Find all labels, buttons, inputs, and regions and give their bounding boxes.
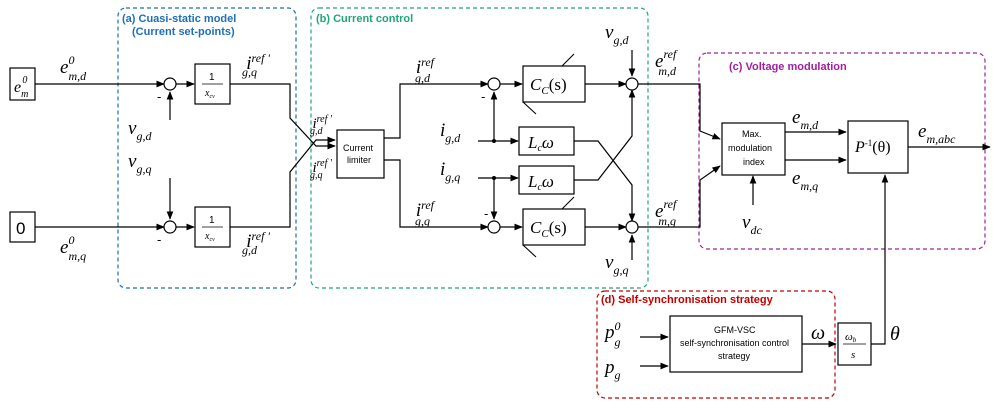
- gfm-line3: strategy: [718, 351, 751, 361]
- label-i-gd: ig,d: [440, 120, 461, 145]
- minus-sign-q-b: -: [484, 206, 488, 221]
- lw-block-q-label: Lcω: [527, 172, 554, 193]
- section-d-box: [596, 290, 836, 399]
- sum-junction-q-a: [163, 220, 177, 234]
- label-i-gq: ig,q: [440, 159, 460, 184]
- label-v-dc: vdc: [742, 212, 762, 237]
- label-i-gq-refp-in: iref 'g,q: [310, 158, 333, 181]
- sum-junction-d-out: [625, 77, 639, 91]
- gfm-line1: GFM-VSC: [714, 325, 756, 335]
- gain-block-d-num: 1: [209, 72, 215, 83]
- label-v-gq: vg,q: [128, 151, 151, 176]
- integrator-num: ωb: [845, 331, 857, 344]
- sum-junction-d-b: [487, 77, 501, 91]
- label-i-gd-refp-in: iref 'g,d: [310, 114, 333, 137]
- zero-block: [9, 211, 36, 243]
- label-theta: θ: [890, 323, 900, 345]
- label-v-gd-out: vg,d: [605, 22, 629, 47]
- max-mod-line1: Max.: [742, 129, 762, 139]
- gain-block-q-num: 1: [209, 215, 215, 226]
- section-d-title: (d) Self-synchronisation strategy: [601, 294, 774, 306]
- current-limiter-line1: Current: [343, 143, 374, 153]
- max-mod-line2: modulation: [728, 143, 772, 153]
- minus-sign-d-b: -: [481, 89, 485, 104]
- zero-block-label: 0: [16, 219, 25, 238]
- label-v-gq-out: vg,q: [605, 252, 628, 277]
- inverse-park-block: [847, 120, 909, 174]
- max-modulation-index-block: [721, 122, 786, 176]
- lw-block-q: [518, 165, 575, 195]
- label-v-gd: vg,d: [128, 118, 152, 143]
- current-limiter-line2: limiter: [347, 155, 371, 165]
- max-mod-line3: index: [743, 157, 765, 167]
- gfm-sync-strategy-block: [669, 315, 803, 373]
- em0-block: [9, 67, 36, 101]
- label-i-gd-refp: iref 'g,d: [242, 229, 270, 257]
- label-e-mabc: em,abc: [918, 121, 956, 146]
- section-c-title: (c) Voltage modulation: [729, 61, 847, 73]
- cc-block-d: [522, 65, 586, 103]
- section-c-box: [698, 52, 986, 250]
- lw-block-d: [518, 126, 575, 156]
- label-p-g: pg: [603, 357, 621, 382]
- label-e-md: em,d: [792, 107, 819, 132]
- sum-junction-q-out: [625, 220, 639, 234]
- cc-block-q-label: CC(s): [530, 218, 567, 240]
- inverse-park-label: P-1(θ): [854, 138, 891, 156]
- gfm-line2: self-synchronisation control: [680, 338, 789, 348]
- section-a-title: (a) Cuasi-static model: [122, 13, 236, 25]
- label-omega: ω: [811, 322, 825, 344]
- current-limiter-block: [336, 129, 385, 179]
- cc-block-d-label: CC(s): [530, 75, 567, 97]
- gain-block-q-den: xcv: [204, 231, 215, 243]
- sum-junction-q-b: [487, 220, 501, 234]
- em0-block-label: em0: [14, 75, 28, 100]
- minus-sign-q-a: -: [157, 232, 161, 247]
- label-e-mq: em,q: [792, 168, 818, 193]
- minus-sign-d-a: -: [157, 89, 161, 104]
- sum-junction-d-a: [163, 77, 177, 91]
- section-a-subtitle: (Current set-points): [132, 26, 235, 38]
- section-b-title: (b) Current control: [316, 13, 413, 25]
- integrator-den: s: [851, 349, 855, 361]
- section-a-box: [117, 7, 297, 289]
- label-i-gq-refp: iref 'g,q: [242, 51, 270, 79]
- gain-block-d-den: xcv: [204, 88, 215, 100]
- section-b-box: [310, 7, 649, 289]
- lw-block-d-label: Lcω: [527, 133, 554, 154]
